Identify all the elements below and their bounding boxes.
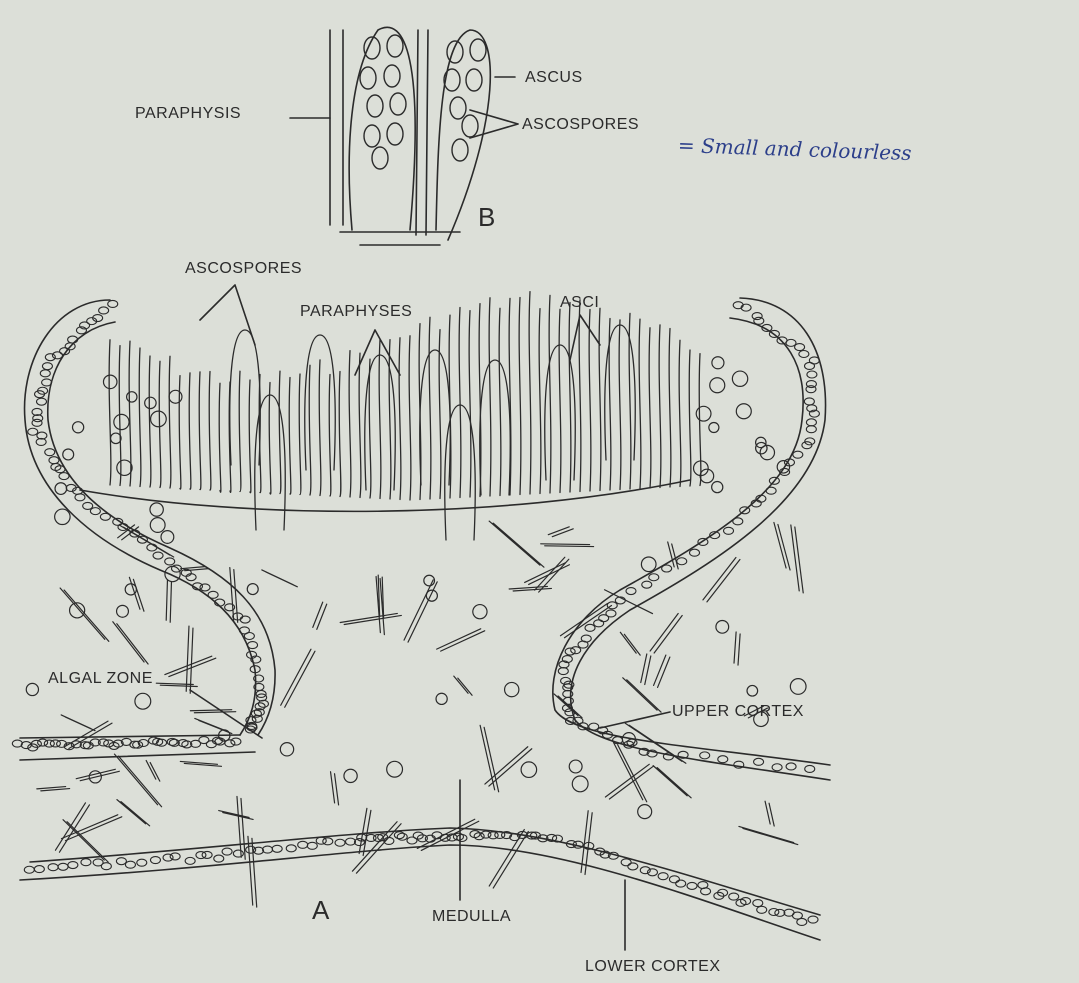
label-asci: ASCI	[560, 294, 599, 312]
label-upper-cortex: UPPER CORTEX	[672, 703, 804, 721]
label-panel-b: B	[478, 202, 495, 233]
label-algal-zone: ALGAL ZONE	[48, 670, 153, 688]
label-paraphyses: PARAPHYSES	[300, 303, 412, 321]
label-panel-a: A	[312, 895, 329, 926]
label-medulla: MEDULLA	[432, 908, 511, 926]
label-ascospores-a: ASCOSPORES	[185, 260, 302, 278]
label-paraphysis: PARAPHYSIS	[135, 105, 241, 123]
label-ascospores-b: ASCOSPORES	[522, 116, 639, 134]
label-ascus: ASCUS	[525, 69, 583, 87]
panel-a-drawing	[12, 285, 830, 950]
label-lower-cortex: LOWER CORTEX	[585, 958, 721, 976]
